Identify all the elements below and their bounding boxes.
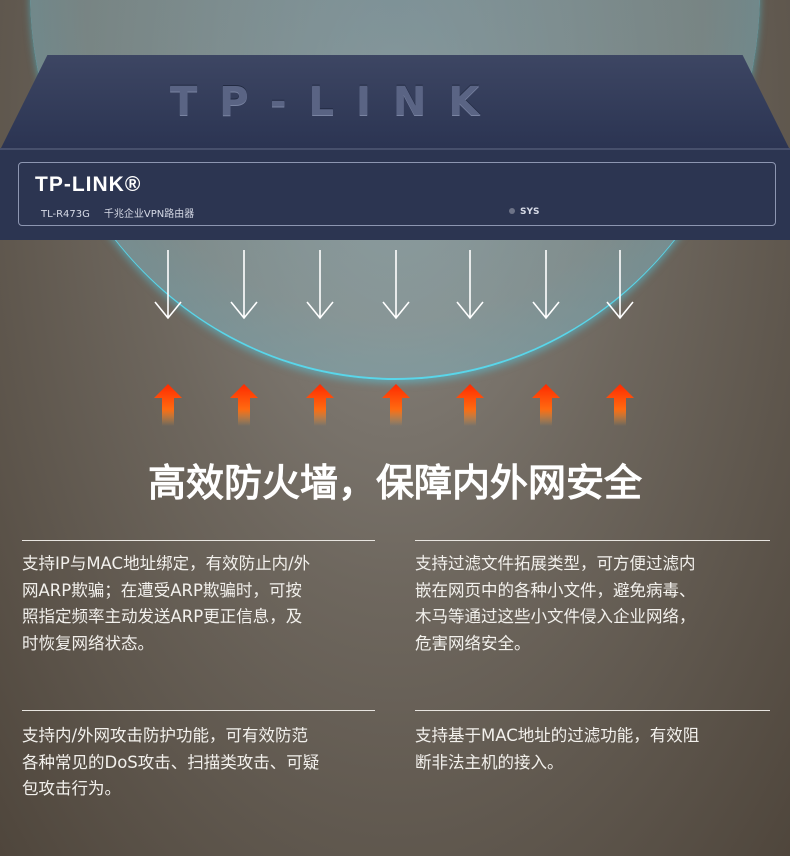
feature-mac-filter: 支持基于MAC地址的过滤功能，有效阻断非法主机的接入。 bbox=[415, 723, 699, 776]
arrow-up-icon bbox=[154, 384, 182, 426]
text-line: 网ARP欺骗；在遭受ARP欺骗时，可按 bbox=[22, 580, 302, 600]
led-icon bbox=[509, 208, 515, 214]
arrow-down-icon bbox=[153, 250, 183, 320]
arrow-down-icon bbox=[305, 250, 335, 320]
text-line: 支持基于MAC地址的过滤功能，有效阻 bbox=[415, 726, 700, 745]
feature-attack-protection: 支持内/外网攻击防护功能，可有效防范各种常见的DoS攻击、扫描类攻击、可疑包攻击… bbox=[22, 723, 319, 803]
led-label: SYS bbox=[520, 207, 540, 217]
brand-logo: TP-LINK® bbox=[35, 173, 142, 196]
text-line: 包攻击行为。 bbox=[22, 779, 121, 798]
router-top: TP-LINK bbox=[0, 55, 790, 150]
arrow-down-icon bbox=[381, 250, 411, 320]
arrow-down-icon bbox=[531, 250, 561, 320]
text-line: 危害网络安全。 bbox=[415, 633, 531, 653]
arrow-up-icon bbox=[456, 384, 484, 426]
arrow-down-icon bbox=[605, 250, 635, 320]
arrow-up-icon bbox=[532, 384, 560, 426]
arrow-up-icon bbox=[306, 384, 334, 426]
arrow-up-icon bbox=[606, 384, 634, 426]
feature-file-filter: 支持过滤文件拓展类型，可方便过滤内嵌在网页中的各种小文件，避免病毒、木马等通过这… bbox=[415, 551, 696, 657]
text-line: 嵌在网页中的各种小文件，避免病毒、 bbox=[415, 580, 696, 600]
model-label: TL-R473G 千兆企业VPN路由器 bbox=[41, 205, 194, 220]
arrow-down-icon bbox=[229, 250, 259, 320]
arrow-up-icon bbox=[382, 384, 410, 426]
feature-ip-mac-binding: 支持IP与MAC地址绑定，有效防止内/外网ARP欺骗；在遭受ARP欺骗时，可按照… bbox=[22, 551, 310, 657]
divider bbox=[22, 540, 375, 541]
front-panel: TP-LINK® TL-R473G 千兆企业VPN路由器 SYS bbox=[18, 162, 776, 226]
text-line: 时恢复网络状态。 bbox=[22, 633, 154, 653]
divider bbox=[415, 710, 770, 711]
sys-led: SYS bbox=[509, 207, 539, 217]
arrow-down-icon bbox=[455, 250, 485, 320]
text-line: 木马等通过这些小文件侵入企业网络， bbox=[415, 607, 696, 626]
text-line: 支持IP与MAC地址绑定，有效防止内/外 bbox=[22, 554, 311, 573]
arrow-up-icon bbox=[230, 384, 258, 426]
text-line: 各种常见的DoS攻击、扫描类攻击、可疑 bbox=[22, 752, 320, 772]
router-front: TP-LINK® TL-R473G 千兆企业VPN路由器 SYS bbox=[0, 148, 790, 240]
divider bbox=[22, 710, 375, 711]
headline: 高效防火墙，保障内外网安全 bbox=[147, 461, 642, 505]
divider bbox=[415, 540, 770, 541]
text-line: 照指定频率主动发送ARP更正信息，及 bbox=[22, 607, 303, 626]
top-logo: TP-LINK bbox=[170, 79, 502, 125]
text-line: 支持内/外网攻击防护功能，可有效防范 bbox=[22, 726, 309, 745]
text-line: 支持过滤文件拓展类型，可方便过滤内 bbox=[415, 554, 696, 573]
model-description: 千兆企业VPN路由器 bbox=[103, 209, 195, 220]
model-number: TL-R473G bbox=[41, 209, 90, 220]
text-line: 断非法主机的接入。 bbox=[415, 752, 564, 772]
